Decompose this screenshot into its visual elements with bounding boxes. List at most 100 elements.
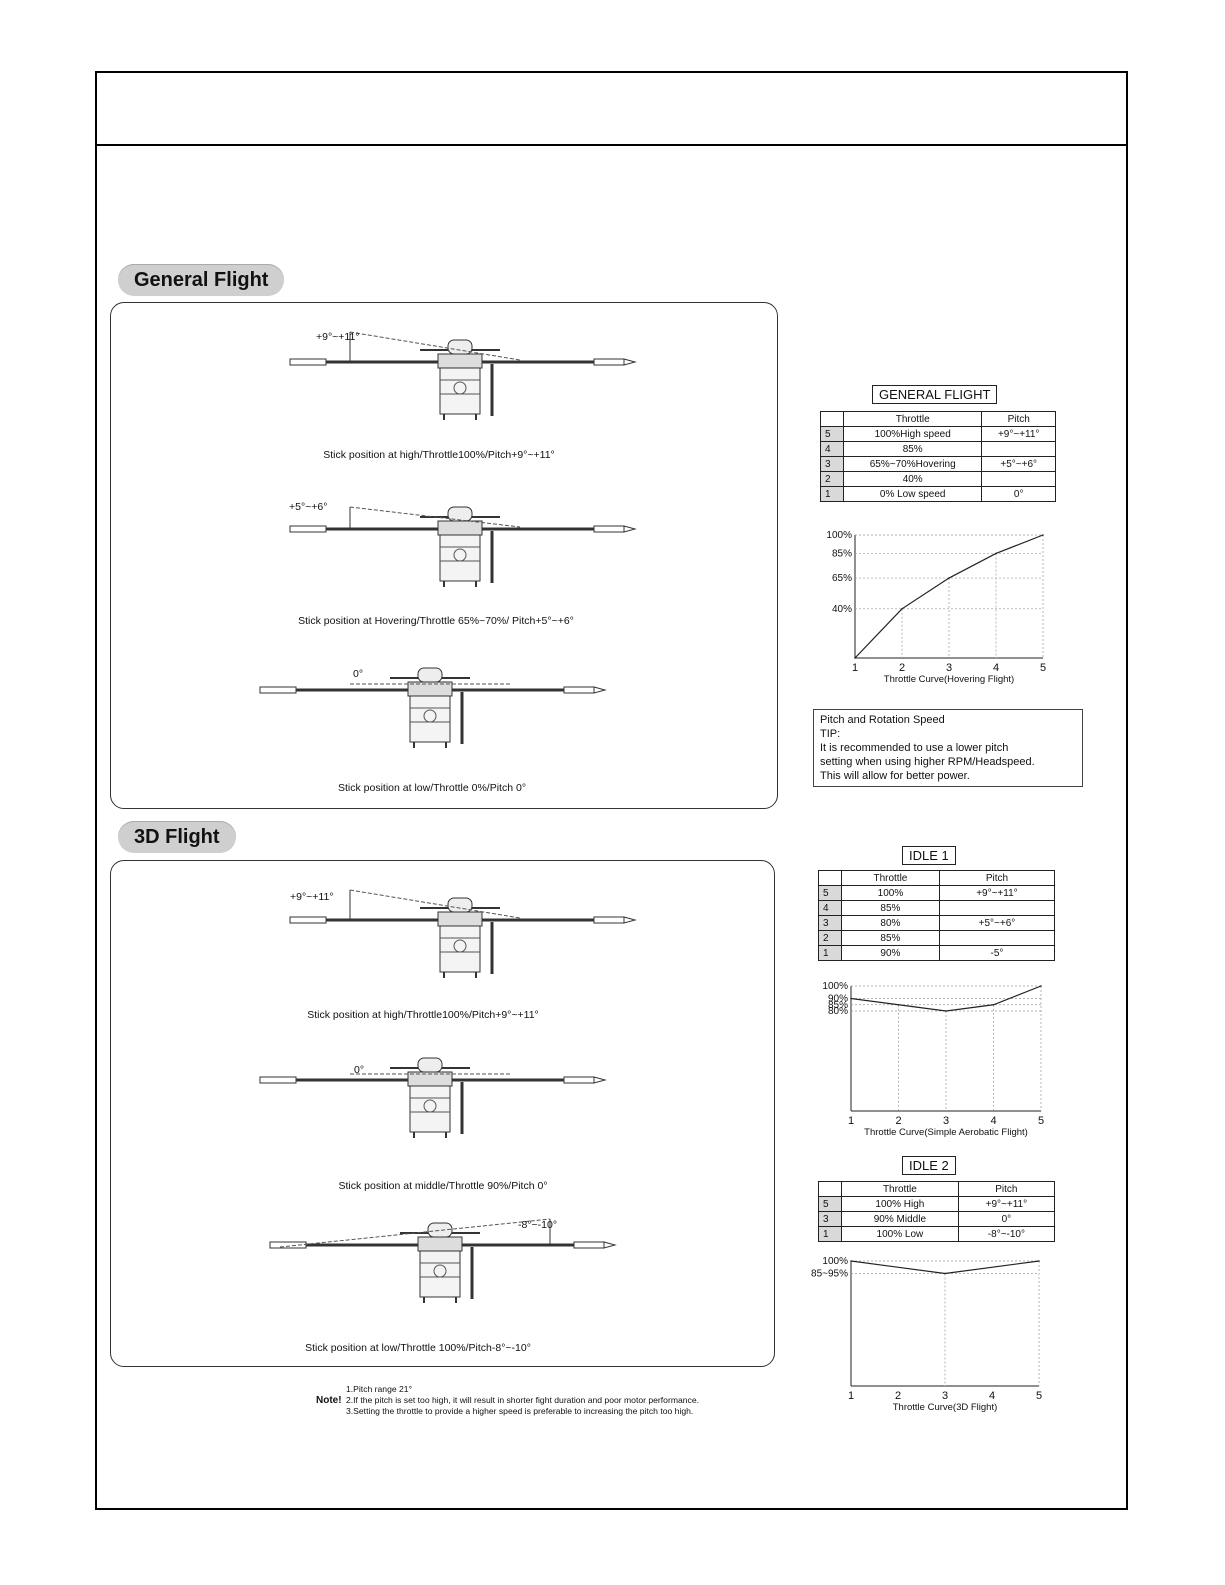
table-title-idle-1: IDLE 1 [902,846,956,865]
table-cell: +9°~+11° [981,426,1056,442]
data-point [1038,1260,1040,1262]
x-tick-label: 2 [895,1390,901,1402]
data-point [945,1010,947,1012]
note-line: 1.Pitch range 21° [346,1384,413,1394]
rotor-head [417,667,443,683]
caption-general-hover: Stick position at Hovering/Throttle 65%~… [298,615,574,627]
x-tick-label: 1 [852,662,858,674]
caption-general-low: Stick position at low/Throttle 0%/Pitch … [337,782,527,794]
x-tick-label: 2 [899,662,905,674]
table-cell: 3 [820,456,844,472]
table-cell: 80% [841,915,940,931]
chart-title: Throttle Curve(Hovering Flight) [884,674,1014,685]
table-cell: 100%High speed [842,426,983,442]
frame-body [419,1250,461,1298]
y-tick-label: 40% [832,604,852,615]
angle-label: -8°~-10° [518,1219,558,1231]
y-tick-label: 90% [828,994,848,1005]
note-line: 2.If the pitch is set too high, it will … [346,1395,699,1405]
table-cell: +5°~+6° [938,915,1056,931]
blade-end [603,1241,617,1249]
header-divider [95,144,1128,146]
section-label-3d-flight: 3D Flight [118,821,236,853]
tip-box: Pitch and Rotation Speed TIP: It is reco… [813,709,1083,787]
blade-end [623,916,637,924]
table-cell: 65%~70%Hovering [842,456,983,472]
table-cell [981,441,1056,457]
table-cell: 1 [818,1226,842,1242]
frame-detail [423,1099,437,1113]
heli-diagram-3d-high [289,889,637,978]
swash-plate [437,353,483,369]
y-tick-label: 85~95% [811,1269,848,1280]
angle-label: 0° [354,1064,365,1076]
angle-label: 0° [353,668,364,680]
y-tick-label: 100% [826,530,852,541]
x-tick-label: 2 [895,1115,901,1127]
table-cell [981,471,1056,487]
frame-body [409,1085,451,1133]
table-cell [818,1181,842,1197]
table-cell: 5 [820,426,844,442]
x-tick-label: 4 [990,1115,996,1127]
blade-tip [289,916,327,924]
chart-title: Throttle Curve(Simple Aerobatic Flight) [864,1127,1028,1138]
table-cell: 4 [818,900,842,916]
data-point [854,657,856,659]
blade-end [623,525,637,533]
table-cell: +9°~+11° [938,885,1056,901]
table-cell: 0° [957,1211,1056,1227]
table-cell: 0% Low speed [842,486,983,502]
x-tick-label: 3 [946,662,952,674]
blade-end [593,1076,607,1084]
blade-tip [593,916,625,924]
table-title-idle-2: IDLE 2 [902,1156,956,1175]
table-cell: 5 [818,1196,842,1212]
blade-tip [289,358,327,366]
frame-body [439,534,481,582]
data-point [995,552,997,555]
x-tick-label: 5 [1036,1390,1042,1402]
frame-body [439,367,481,415]
frame-detail [453,381,467,395]
table-cell: 1 [818,945,842,961]
blade-tip [289,525,327,533]
angle-label: +9°~+11° [316,331,360,343]
table-cell: 100% Low [841,1226,959,1242]
x-tick-label: 4 [989,1390,995,1402]
heli-diagram-general-hover [289,506,637,587]
caption-3d-middle: Stick position at middle/Throttle 90%/Pi… [338,1180,548,1192]
table-header-row: Throttle Pitch [818,870,1056,886]
note-line: 3.Setting the throttle to provide a high… [346,1406,694,1416]
table-cell: 0° [981,486,1056,502]
y-tick-label: 85% [828,1000,848,1011]
blade-tip [259,1076,297,1084]
x-tick-label: 1 [848,1115,854,1127]
heli-diagram-general-high [289,331,637,420]
table-cell: 2 [820,471,844,487]
table-cell: 85% [842,441,983,457]
x-tick-label: 5 [1038,1115,1044,1127]
page-frame [95,71,1128,1510]
data-point [897,1003,900,1006]
blade-tip [573,1241,605,1249]
table-header: Pitch [957,1181,1056,1197]
y-tick-label: 100% [822,981,848,992]
y-tick-label: 65% [832,573,852,584]
blade-tip [593,525,625,533]
table-cell: 100% [841,885,940,901]
x-tick-label: 3 [943,1115,949,1127]
table-cell: 3 [818,1211,842,1227]
blade-tip [593,358,625,366]
data-point [944,1272,946,1275]
